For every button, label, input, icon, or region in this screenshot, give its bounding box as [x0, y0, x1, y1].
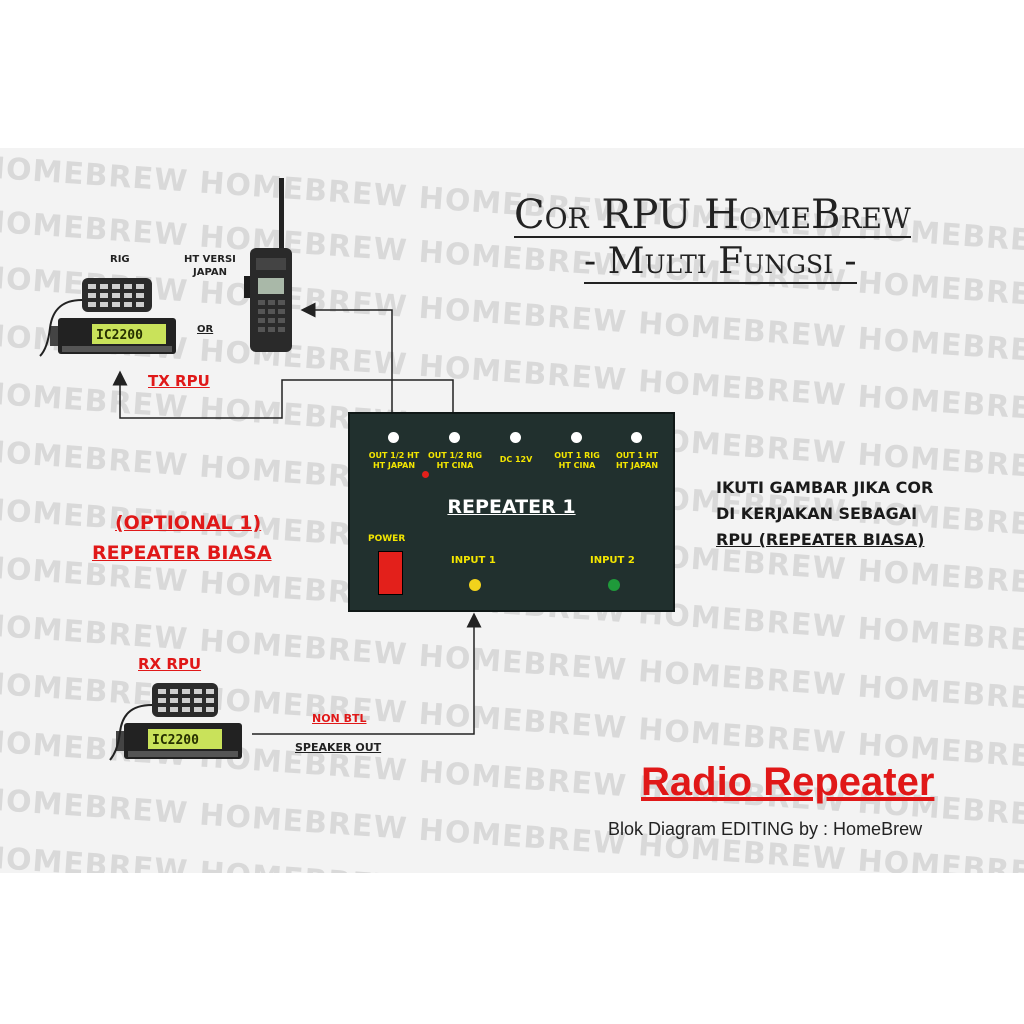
status-led: [422, 471, 429, 478]
ht-handheld-icon: [244, 178, 292, 352]
input-1-jack: [469, 579, 481, 591]
wire-to-ht: [300, 302, 393, 412]
instruction-note: IKUTI GAMBAR JIKA COR DI KERJAKAN SEBAGA…: [716, 478, 934, 549]
output-jack: [631, 432, 642, 443]
wire-to-rig: [112, 370, 454, 419]
or-label: OR: [197, 324, 214, 335]
power-label: POWER: [368, 534, 406, 544]
rx-rpu-label: RX RPU: [138, 655, 202, 673]
ht-japan-label: JAPAN: [193, 267, 227, 278]
output-jack: [388, 432, 399, 443]
tx-rig-icon: IC2200: [39, 278, 176, 357]
power-switch: [378, 551, 403, 595]
footer-title: Radio Repeater: [641, 760, 935, 804]
rx-rig-icon: IC2200: [109, 683, 242, 761]
input-1-label: INPUT 1: [451, 555, 496, 566]
tx-rpu-label: TX RPU: [148, 372, 210, 390]
output-jack: [449, 432, 460, 443]
dc-jack: [510, 432, 521, 443]
dc-label: DC 12V: [499, 455, 533, 464]
svg-text:IC2200: IC2200: [96, 328, 143, 343]
wire-speaker-to-input: [252, 612, 482, 735]
input-2-label: INPUT 2: [590, 555, 635, 566]
svg-text:IC2200: IC2200: [152, 733, 199, 748]
repeater-biasa-label: REPEATER BIASA: [92, 542, 272, 564]
optional-label: (OPTIONAL 1): [115, 512, 262, 534]
output-jack: [571, 432, 582, 443]
speaker-out-label: SPEAKER OUT: [295, 741, 382, 754]
ht-version-label: HT VERSI: [184, 254, 236, 265]
footer-subtitle: Blok Diagram EDITING by : HomeBrew: [608, 819, 923, 839]
rig-label: RIG: [110, 254, 130, 265]
main-title: Cor RPU HomeBrew: [514, 192, 911, 238]
panel-title: REPEATER 1: [447, 496, 576, 518]
non-btl-label: NON BTL: [312, 712, 367, 725]
input-2-jack: [608, 579, 620, 591]
main-subtitle: - Multi Fungsi -: [584, 241, 857, 284]
